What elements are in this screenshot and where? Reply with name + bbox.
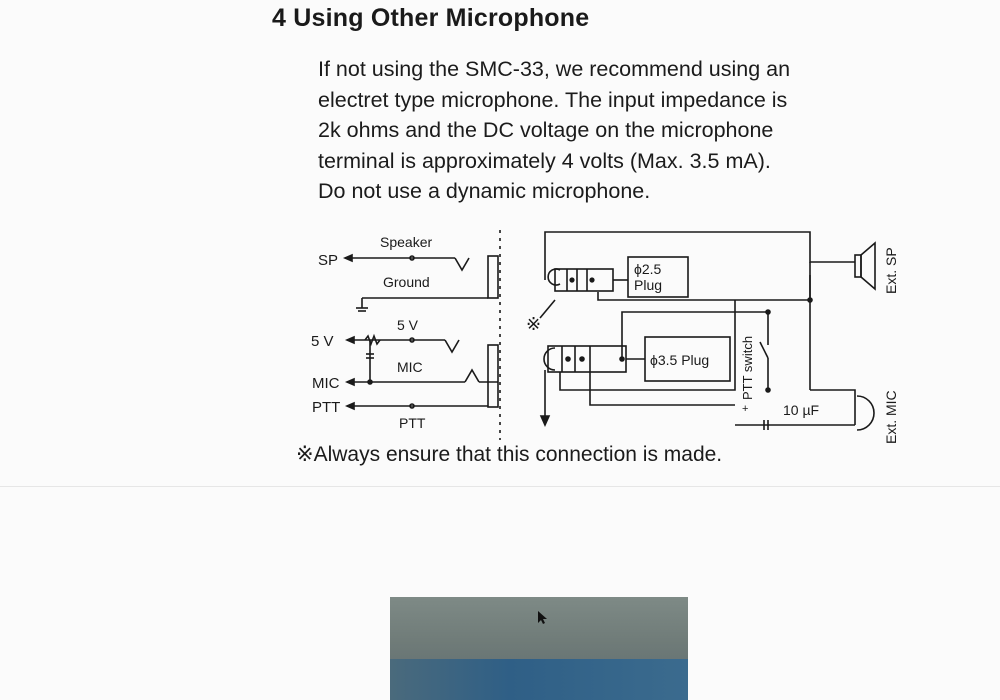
mic-wire <box>344 368 498 387</box>
ptt-wire <box>344 401 488 411</box>
wire-label-ground: Ground <box>383 274 430 290</box>
wiring-schematic: SP 5 V MIC PTT Speaker Ground 5 V MIC PT… <box>311 230 899 444</box>
intro-paragraph: If not using the SMC-33, we recommend us… <box>318 54 918 207</box>
speaker-icon <box>854 241 876 291</box>
section-title: Using Other Microphone <box>293 4 590 32</box>
plug-small-label: Plug <box>634 277 662 293</box>
paragraph-line: Do not use a dynamic microphone. <box>318 179 651 203</box>
plug-small-label: ϕ2.5 <box>634 261 662 277</box>
wire-label-ptt: PTT <box>399 415 426 431</box>
paragraph-line: electret type microphone. The input impe… <box>318 87 788 112</box>
ptt-switch-label: PTT switch <box>740 336 755 400</box>
capacitor-label: 10 µF <box>783 402 819 418</box>
five-volt-wire <box>344 333 460 382</box>
plug-3-5 <box>543 336 731 382</box>
paragraph-line: 2k ohms and the DC voltage on the microp… <box>318 118 774 142</box>
mic-connector <box>487 344 499 408</box>
pin-label-mic: MIC <box>312 375 340 392</box>
section-heading: 4 Using Other Microphone <box>272 4 589 33</box>
ground-wire <box>356 297 488 312</box>
pin-label-5v: 5 V <box>311 333 334 350</box>
microphone-icon <box>854 395 875 431</box>
wire-label-5v: 5 V <box>397 317 419 333</box>
section-number: 4 <box>272 4 287 32</box>
embedded-photo <box>390 597 688 700</box>
ext-mic-label: Ext. MIC <box>883 390 899 444</box>
speaker-wire <box>342 253 470 272</box>
wire-label-speaker: Speaker <box>380 234 432 250</box>
plug-2-5 <box>547 256 689 298</box>
paragraph-line: If not using the SMC-33, we recommend us… <box>318 57 791 81</box>
connection-lines <box>539 231 856 430</box>
plus-sign: + <box>742 403 748 415</box>
ext-sp-label: Ext. SP <box>883 247 899 294</box>
pin-label-sp: SP <box>318 252 338 269</box>
pin-label-ptt: PTT <box>312 399 340 416</box>
divider <box>0 486 1000 487</box>
plug-large-label: ϕ3.5 Plug <box>650 352 709 368</box>
speaker-connector <box>487 255 499 299</box>
photo-strip <box>390 659 688 700</box>
asterisk-marker: ※ <box>526 314 541 334</box>
wire-label-mic: MIC <box>397 359 423 375</box>
paragraph-line: terminal is approximately 4 volts (Max. … <box>318 148 771 173</box>
cursor-icon <box>538 611 547 624</box>
connection-note: ※Always ensure that this connection is m… <box>296 443 723 466</box>
